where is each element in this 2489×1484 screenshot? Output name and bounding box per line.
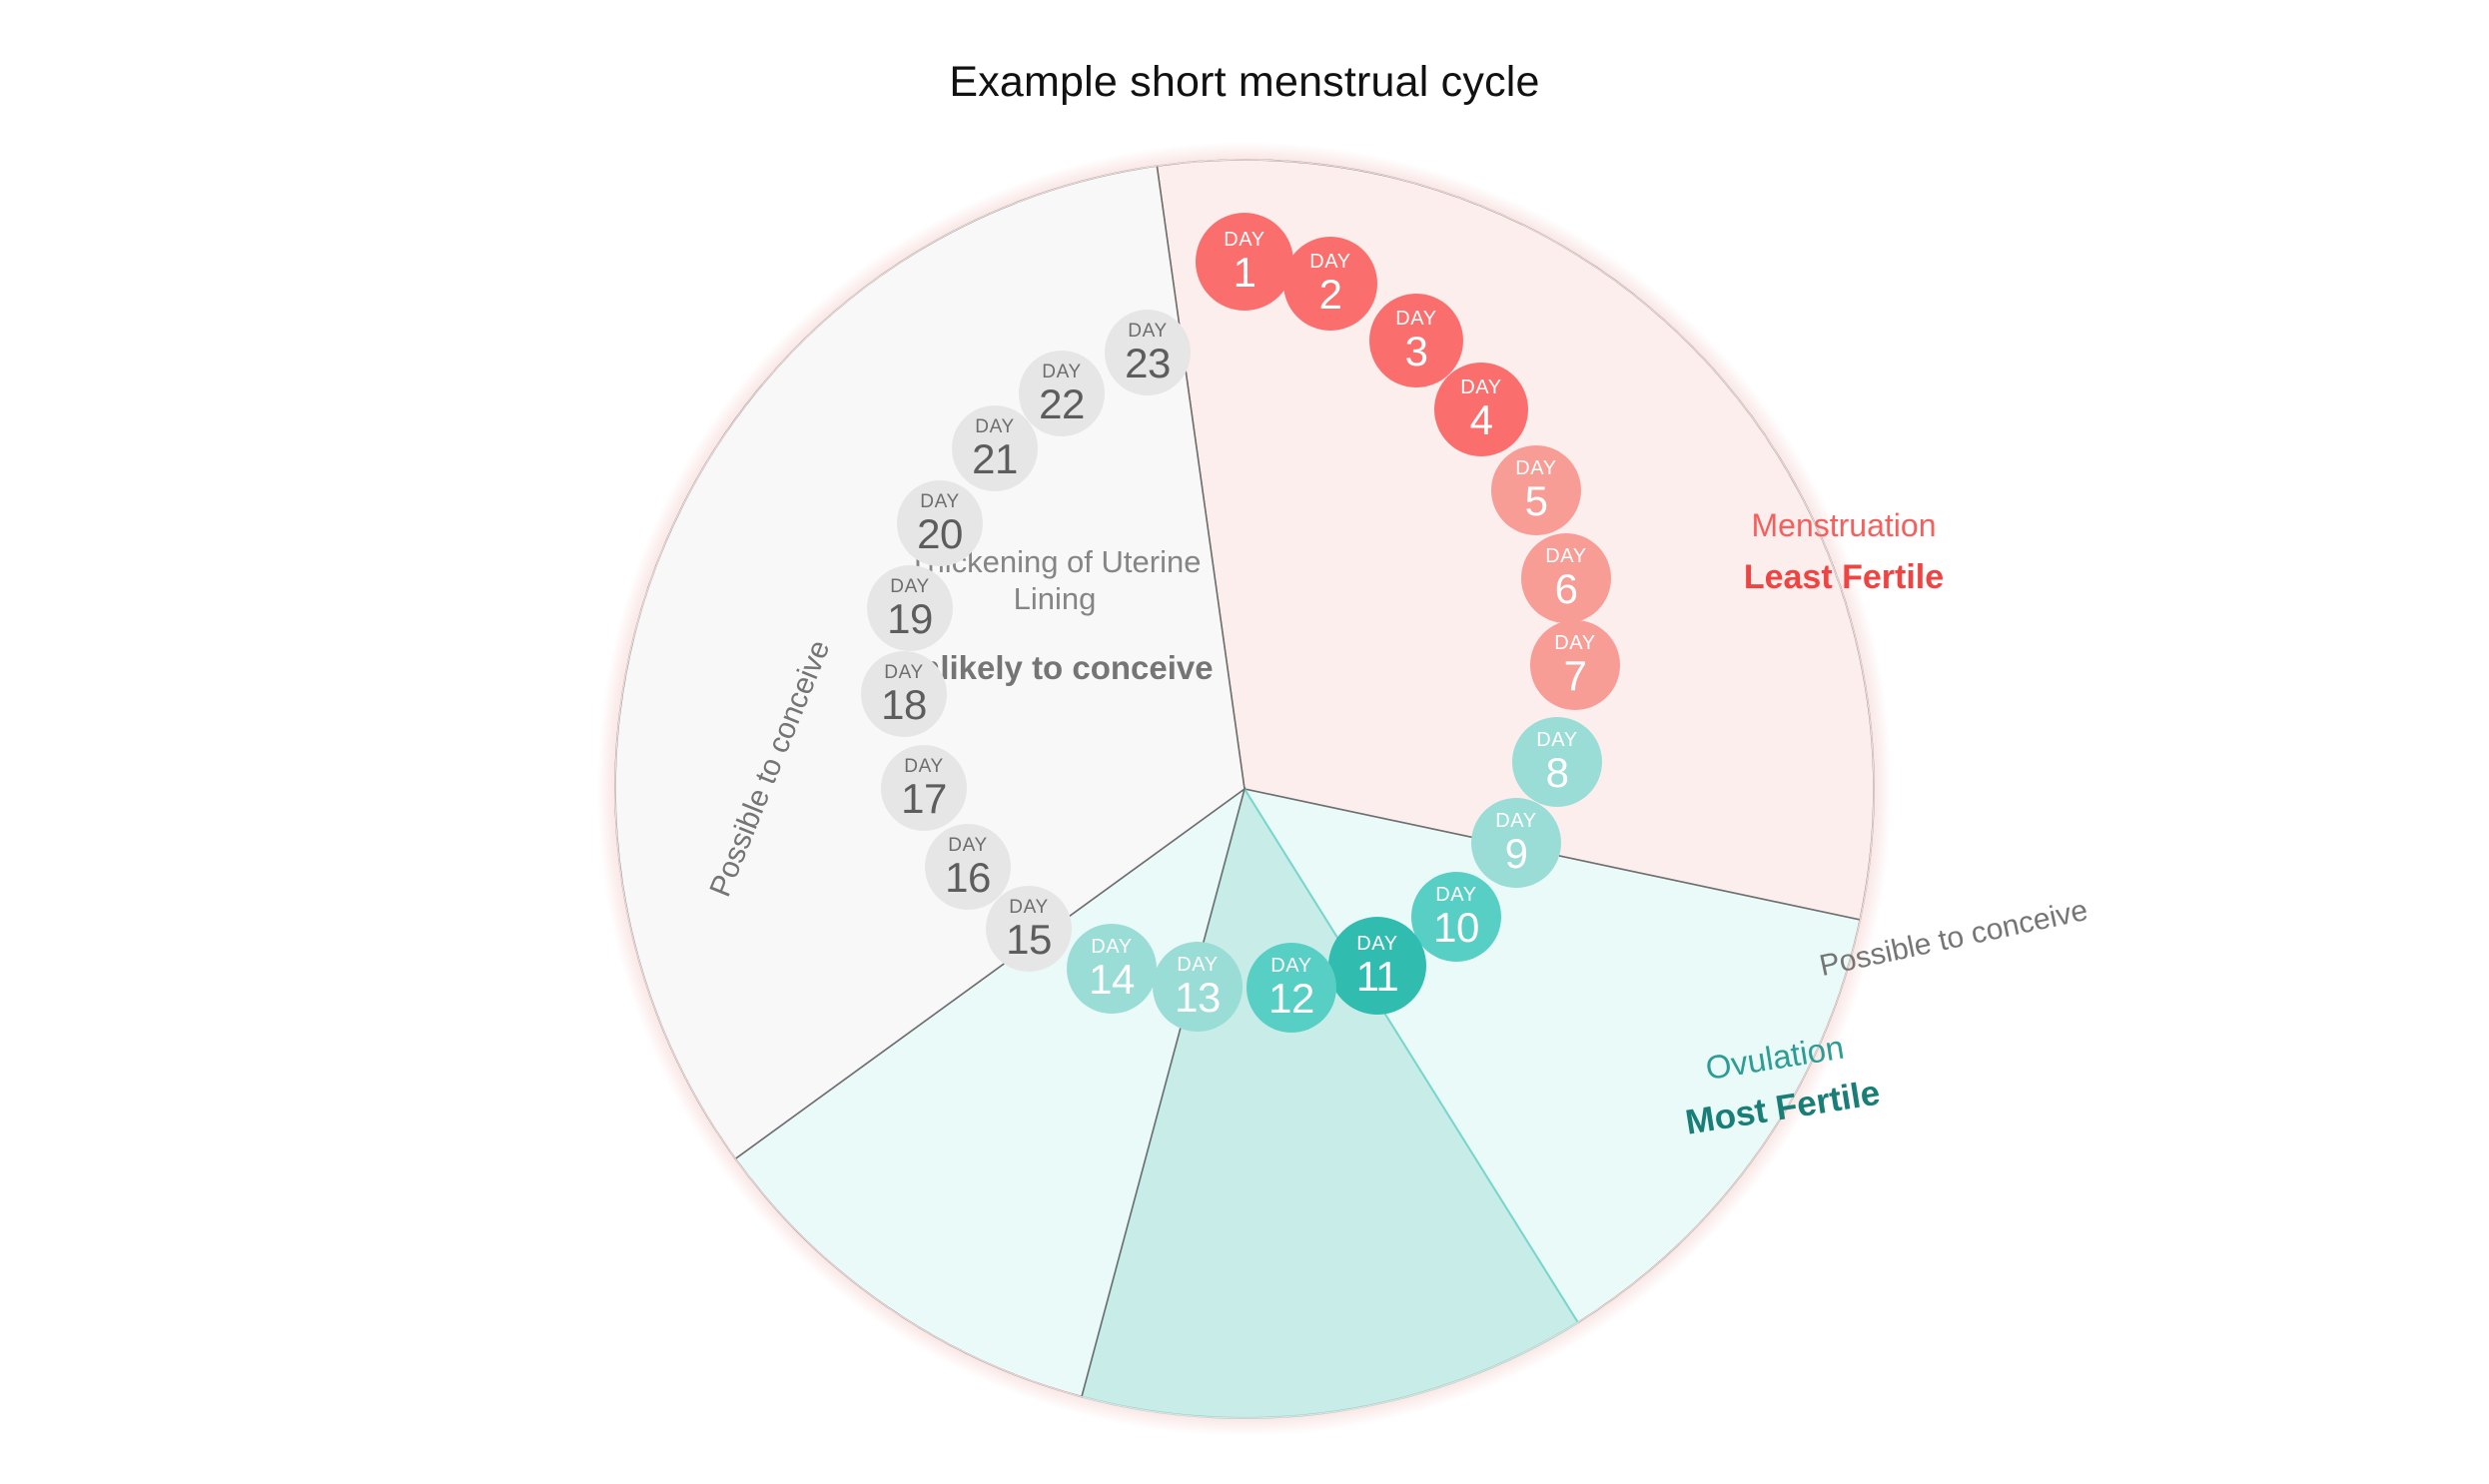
day-number: 12 [1268, 975, 1314, 1022]
day-number: 5 [1524, 477, 1548, 524]
day-label: DAY [1515, 457, 1557, 479]
day-number: 19 [887, 594, 933, 642]
day-label: DAY [1177, 954, 1219, 976]
day-label: DAY [1224, 229, 1265, 251]
day-number: 15 [1006, 915, 1052, 963]
day-number: 18 [881, 680, 927, 728]
day-number: 8 [1545, 749, 1569, 796]
day-label: DAY [1545, 545, 1587, 567]
day-label: DAY [1309, 251, 1351, 273]
day-number: 1 [1233, 249, 1256, 296]
day-number: 20 [917, 509, 963, 557]
day-label: DAY [975, 415, 1015, 437]
day-label: DAY [1395, 308, 1437, 330]
sector-label-thickening: Thickening of Uterine Lining Unlikely to… [890, 544, 1220, 688]
wheel-outline [614, 159, 1875, 1419]
day-number: 16 [945, 853, 991, 901]
day-number: 9 [1504, 830, 1528, 877]
day-label: DAY [1460, 376, 1502, 398]
day-label: DAY [890, 575, 930, 597]
menstruation-fertility: Least Fertile [1743, 557, 1945, 596]
day-label: DAY [1091, 936, 1133, 958]
page-title: Example short menstrual cycle [949, 58, 1540, 106]
day-label: DAY [1009, 896, 1049, 918]
thickening-fertility: Unlikely to conceive [896, 649, 1214, 687]
day-label: DAY [1356, 933, 1398, 955]
day-number: 7 [1563, 652, 1587, 699]
day-number: 11 [1355, 953, 1399, 1000]
day-number: 17 [901, 774, 947, 822]
day-label: DAY [1042, 361, 1082, 382]
day-number: 21 [972, 434, 1018, 482]
day-label: DAY [904, 755, 944, 777]
day-label: DAY [1554, 632, 1596, 654]
sector-group [614, 159, 1875, 1419]
day-number: 14 [1089, 956, 1135, 1003]
day-number: 3 [1404, 328, 1428, 374]
day-number: 13 [1175, 974, 1221, 1021]
day-number: 22 [1039, 379, 1085, 427]
cycle-wheel-svg [597, 142, 1892, 1436]
day-label: DAY [1536, 729, 1578, 751]
day-number: 23 [1125, 339, 1171, 386]
day-label: DAY [1128, 320, 1168, 342]
day-label: DAY [920, 490, 960, 512]
day-number: 10 [1433, 904, 1479, 951]
menstruation-phase-name: Menstruation [1751, 507, 1937, 543]
day-number: 2 [1318, 271, 1342, 318]
day-label: DAY [948, 834, 988, 856]
day-number: 6 [1554, 565, 1578, 612]
day-label: DAY [1270, 955, 1312, 977]
sector-label-menstruation: Menstruation Least Fertile [1674, 507, 2014, 597]
day-label: DAY [884, 661, 924, 683]
day-label: DAY [1495, 810, 1537, 832]
day-label: DAY [1435, 884, 1477, 906]
cycle-wheel: Menstruation Least Fertile Thickening of… [597, 142, 2090, 1436]
day-number: 4 [1469, 396, 1493, 443]
